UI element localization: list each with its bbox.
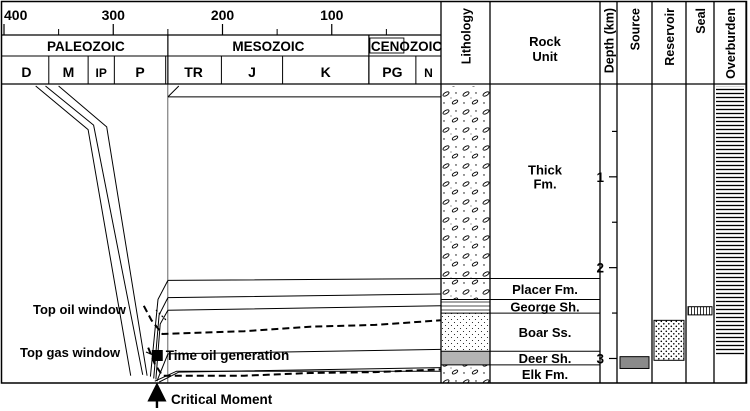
label-time-oil-generation: Time oil generation <box>166 348 290 363</box>
depth-tick-label-2: 2 <box>596 261 604 276</box>
cenozoic-box <box>369 37 405 54</box>
header-rock-unit-line-1: Rock <box>529 34 562 49</box>
header-source: Source <box>629 8 643 50</box>
rock-unit-georgesh: George Sh. <box>510 299 579 314</box>
gas-window-line <box>147 347 442 377</box>
label-top-oil-window: Top oil window <box>33 302 127 317</box>
burial-curve-5 <box>58 85 148 376</box>
burial-curve-10 <box>167 85 180 98</box>
label-top-gas-window: Top gas window <box>20 345 121 360</box>
era-label-paleozoic: PALEOZOIC <box>47 39 125 54</box>
oil-generation-marker <box>151 350 163 361</box>
burial-curve-9 <box>154 370 441 382</box>
reservoir-bar <box>653 319 685 361</box>
burial-curve-8 <box>158 367 442 383</box>
lithology-elkfm <box>441 364 490 383</box>
period-label-tr: TR <box>184 64 203 80</box>
period-label-k: K <box>321 64 331 80</box>
lithology-boarss <box>441 313 490 352</box>
lithology-thickfm <box>441 86 490 279</box>
burial-curve-4 <box>149 278 442 377</box>
period-label-n: N <box>424 66 433 80</box>
time-tick-label-200: 200 <box>211 7 235 23</box>
period-label-j: J <box>248 64 256 80</box>
time-tick-label-100: 100 <box>320 7 344 23</box>
header-depth: Depth (km) <box>603 8 617 73</box>
burial-curve-7 <box>35 85 132 376</box>
header-seal: Seal <box>694 8 708 34</box>
depth-tick-label-3: 3 <box>596 351 604 366</box>
burial-curve-3 <box>153 293 442 379</box>
rock-unit-line-2: Fm. <box>533 176 556 191</box>
period-label-d: D <box>21 64 31 80</box>
time-tick-label-400: 400 <box>4 7 28 23</box>
lithology-placerfm <box>441 278 490 300</box>
era-label-mesozoic: MESOZOIC <box>232 39 304 54</box>
lithology-deersh <box>441 351 490 365</box>
period-label-pg: PG <box>382 64 402 80</box>
header-reservoir: Reservoir <box>663 8 677 66</box>
period-label-m: M <box>63 64 75 80</box>
header-rock-unit-line-2: Unit <box>532 49 558 64</box>
source-bar <box>619 356 650 369</box>
rock-unit-boarss: Boar Ss. <box>519 325 572 340</box>
oil-window-line <box>142 305 442 336</box>
header-overburden: Overburden <box>724 8 738 79</box>
label-critical-moment: Critical Moment <box>171 392 273 407</box>
era-label-cenozoic: CENOZOIC <box>371 39 443 54</box>
period-label-p: P <box>135 64 144 80</box>
header-lithology: Lithology <box>460 8 474 64</box>
overburden-bar <box>716 86 744 355</box>
period-label-ip: IP <box>96 66 107 80</box>
seal-bar <box>687 306 713 316</box>
burial-curve-6 <box>45 85 144 375</box>
burial-plot <box>35 85 442 383</box>
lithology-georgesh <box>441 299 490 314</box>
time-tick-label-300: 300 <box>102 7 126 23</box>
depth-tick-label-1: 1 <box>596 170 604 185</box>
rock-unit-deersh: Deer Sh. <box>519 351 572 366</box>
rock-unit-elkfm: Elk Fm. <box>522 367 568 382</box>
rock-unit-placerfm: Placer Fm. <box>512 282 578 297</box>
rock-unit-line-1: Thick <box>528 162 563 177</box>
